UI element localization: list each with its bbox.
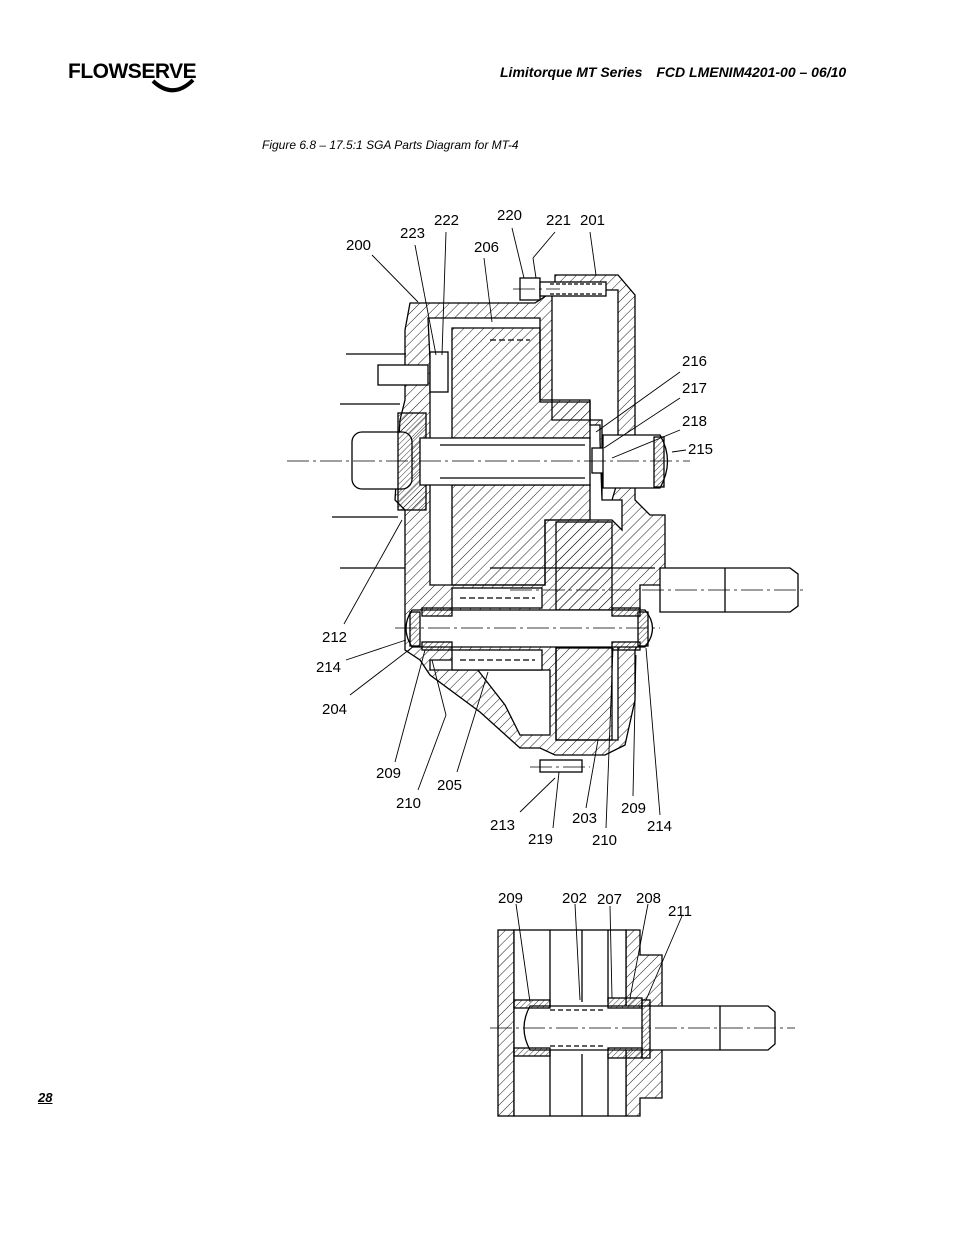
screw-219 [539,759,583,773]
detail-callouts: 209 202 207 208 211 [498,890,692,920]
page-header: Limitorque MT Series FCD LMENIM4201-00 – … [500,64,846,80]
callout-204: 204 [322,701,347,718]
detail-bushing-207 [607,997,643,1009]
gear-203-lower [555,647,613,741]
callout-203: 203 [572,810,597,827]
nut-223 [429,351,449,393]
stud-222 [377,364,429,386]
callout-219: 219 [528,831,553,848]
detail-callout-208: 208 [636,890,661,907]
detail-seal-208 [641,999,651,1059]
callout-213: 213 [490,817,515,834]
detail-callout-202: 202 [562,890,587,907]
header-doc-id: FCD LMENIM4201-00 – 06/10 [656,64,847,80]
page-number: 28 [38,1090,53,1105]
shaft-main [419,437,591,486]
callout-222: 222 [434,212,459,229]
callout-223: 223 [400,225,425,242]
callout-201: 201 [580,212,605,229]
flowserve-logo: FLOWSERVE [68,60,197,93]
gear-203 [555,521,613,611]
bushing-209 [421,607,453,617]
main-assembly [332,274,799,773]
callout-206: 206 [474,239,499,256]
callout-214-right: 214 [647,818,672,835]
detail-bushing-209 [513,999,551,1009]
logo-swoosh [151,78,195,93]
bolt-215 [602,434,669,489]
leader-lines [343,227,687,829]
centerlines [287,288,805,768]
detail-leaders [515,903,683,1003]
callout-215: 215 [688,441,713,458]
callout-217: 217 [682,380,707,397]
figure-caption: Figure 6.8 – 17.5:1 SGA Parts Diagram fo… [262,138,519,152]
callout-210-right: 210 [592,832,617,849]
detail-callout-209: 209 [498,890,523,907]
callout-216: 216 [682,353,707,370]
bushing-209-right [611,607,641,617]
main-callouts: 200 223 222 206 220 221 201 216 217 218 … [316,207,713,849]
callout-200: 200 [346,237,371,254]
detail-callout-207: 207 [597,891,622,908]
callout-214-left: 214 [316,659,341,676]
callout-209-right: 209 [621,800,646,817]
callout-205: 205 [437,777,462,794]
callout-210-left: 210 [396,795,421,812]
detail-assembly [497,929,776,1117]
logo-wordmark: FLOWSERVE [68,60,197,83]
callout-221: 221 [546,212,571,229]
pin-204 [405,609,654,648]
callout-220: 220 [497,207,522,224]
callout-212: 212 [322,629,347,646]
detail-callout-211: 211 [668,903,692,920]
detail-housing-left [497,929,515,1117]
callout-209-left: 209 [376,765,401,782]
header-product: Limitorque MT Series [500,64,643,80]
callout-218: 218 [682,413,707,430]
